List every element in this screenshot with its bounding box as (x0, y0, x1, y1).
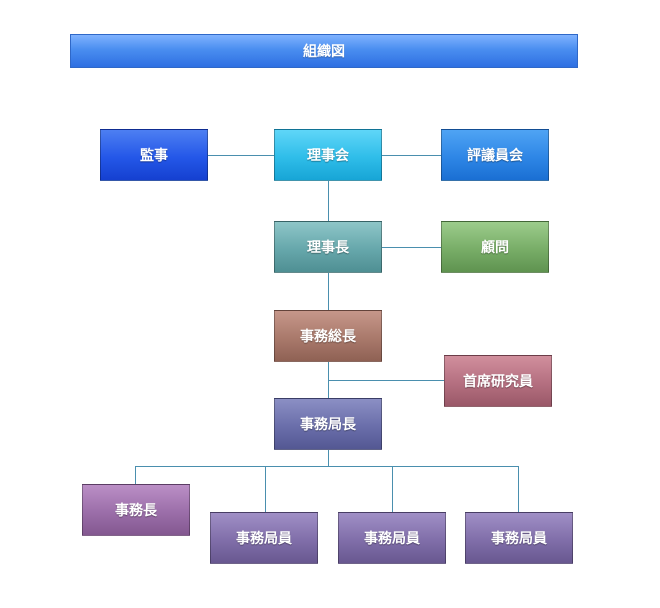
node-jimusocho: 事務総長 (274, 310, 382, 362)
node-hyogiinkai: 評議員会 (441, 129, 549, 181)
node-rijicho: 理事長 (274, 221, 382, 273)
node-jimukyokuin-3: 事務局員 (465, 512, 573, 564)
node-jimukyokuin-2: 事務局員 (338, 512, 446, 564)
node-shuseki-kenkyuin: 首席研究員 (444, 355, 552, 407)
node-jimucho: 事務長 (82, 484, 190, 536)
node-kanji: 監事 (100, 129, 208, 181)
node-jimukyokucho: 事務局長 (274, 398, 382, 450)
page-title: 組織図 (70, 34, 578, 68)
node-komon: 顧問 (441, 221, 549, 273)
node-jimukyokuin-1: 事務局員 (210, 512, 318, 564)
node-rijikai: 理事会 (274, 129, 382, 181)
